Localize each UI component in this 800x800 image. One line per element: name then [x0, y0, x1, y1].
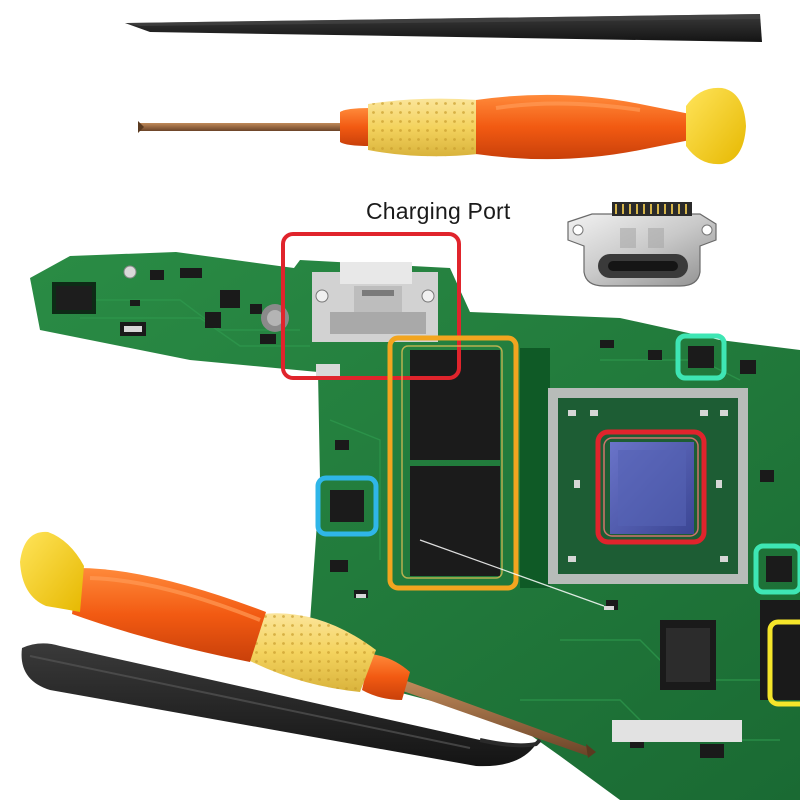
- soc-package: [548, 388, 748, 584]
- chip-right-bottom-highlight: [767, 619, 800, 707]
- charging-port-highlight: [281, 232, 461, 380]
- curved-tweezers: [21, 643, 542, 767]
- ram-chips: [410, 348, 550, 588]
- charging-port-label: Charging Port: [366, 198, 511, 224]
- cpu-highlight: [595, 429, 707, 545]
- phillips-screwdriver: [138, 87, 746, 165]
- spudger-pry-tool: [125, 14, 762, 42]
- chip-right-top-highlight: [675, 333, 727, 381]
- chip-right-mid-highlight: [753, 543, 800, 595]
- tri-wing-screwdriver: [20, 531, 596, 758]
- usb-c-charging-port-replacement: [567, 202, 717, 287]
- game-console-motherboard: [30, 232, 800, 800]
- ram-highlight: [387, 335, 519, 591]
- chip-left-highlight: [315, 475, 379, 537]
- board-charging-port: [312, 262, 438, 342]
